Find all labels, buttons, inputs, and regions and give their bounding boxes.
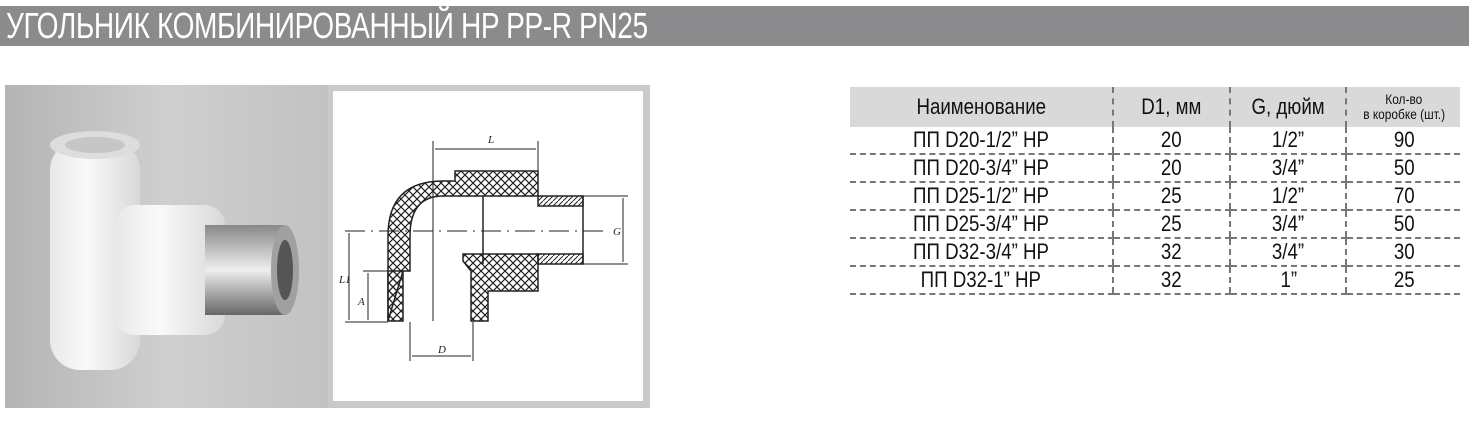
cell-g: 1/2” bbox=[1229, 127, 1347, 155]
cell-text: 20 bbox=[1161, 127, 1182, 152]
cell-name: ПП D20-3/4” HP bbox=[850, 154, 1113, 183]
cell-g: 1/2” bbox=[1229, 182, 1347, 211]
cell-name: ПП D32-1” HP bbox=[850, 266, 1113, 295]
cell-g: 3/4” bbox=[1229, 238, 1347, 267]
cell-qty: 50 bbox=[1345, 154, 1460, 183]
technical-drawing: L G L1 A D bbox=[333, 91, 643, 401]
cell-text: 25 bbox=[1161, 183, 1182, 208]
cell-text: 3/4” bbox=[1272, 211, 1305, 236]
cell-text: 1” bbox=[1280, 267, 1297, 292]
cell-qty: 90 bbox=[1345, 127, 1460, 155]
cell-g: 3/4” bbox=[1229, 154, 1347, 183]
cell-d1: 20 bbox=[1111, 154, 1231, 183]
cell-d1: 20 bbox=[1111, 127, 1231, 155]
cell-text: 1/2” bbox=[1272, 127, 1305, 152]
cell-text: 3/4” bbox=[1272, 155, 1305, 180]
table-row: ПП D20-1/2” HP 20 1/2” 90 bbox=[850, 127, 1460, 155]
cell-text: ПП D20-1/2” HP bbox=[912, 127, 1049, 152]
cell-text: 50 bbox=[1393, 211, 1415, 236]
dimension-label-g: G bbox=[613, 226, 621, 238]
cell-d1: 32 bbox=[1111, 266, 1231, 295]
table-row: ПП D32-1” HP 32 1” 25 bbox=[850, 266, 1460, 295]
cell-g: 3/4” bbox=[1229, 210, 1347, 239]
cell-text: ПП D32-3/4” HP bbox=[912, 239, 1049, 264]
dimension-label-a: A bbox=[357, 296, 365, 308]
cell-text: ПП D25-1/2” HP bbox=[912, 183, 1049, 208]
table-row: ПП D20-3/4” HP 20 3/4” 50 bbox=[850, 154, 1460, 183]
cell-text: 30 bbox=[1393, 239, 1415, 264]
header-name: Наименование bbox=[850, 87, 1113, 127]
cell-text: ПП D32-1” HP bbox=[920, 267, 1042, 292]
cell-text: 3/4” bbox=[1272, 239, 1305, 264]
product-images: L G L1 A D bbox=[5, 85, 650, 408]
cell-qty: 50 bbox=[1345, 210, 1460, 239]
cell-name: ПП D32-3/4” HP bbox=[850, 238, 1113, 267]
cell-name: ПП D20-1/2” HP bbox=[850, 127, 1113, 155]
cell-text: 1/2” bbox=[1272, 183, 1305, 208]
cell-g: 1” bbox=[1229, 266, 1347, 295]
cell-text: 25 bbox=[1393, 267, 1415, 292]
cell-text: ПП D25-3/4” HP bbox=[912, 211, 1049, 236]
cell-name: ПП D25-1/2” HP bbox=[850, 182, 1113, 211]
elbow-fitting-photo bbox=[50, 131, 299, 370]
cell-text: 25 bbox=[1161, 211, 1182, 236]
product-photo bbox=[5, 85, 328, 408]
cell-text: 32 bbox=[1161, 267, 1182, 292]
cell-d1: 25 bbox=[1111, 210, 1231, 239]
page-title: УГОЛЬНИК КОМБИНИРОВАННЫЙ HP PP-R PN25 bbox=[6, 5, 648, 46]
cell-text: 70 bbox=[1393, 183, 1415, 208]
header-g: G, дюйм bbox=[1229, 87, 1347, 127]
cell-text: 50 bbox=[1393, 155, 1415, 180]
dimension-label-l: L bbox=[487, 134, 494, 146]
cell-d1: 25 bbox=[1111, 182, 1231, 211]
cell-text: 32 bbox=[1161, 239, 1182, 264]
title-bar: УГОЛЬНИК КОМБИНИРОВАННЫЙ HP PP-R PN25 bbox=[0, 6, 1469, 46]
cell-d1: 32 bbox=[1111, 238, 1231, 267]
cell-text: 90 bbox=[1393, 127, 1415, 152]
cell-qty: 30 bbox=[1345, 238, 1460, 267]
cell-qty: 25 bbox=[1345, 266, 1460, 295]
dimension-label-l1: L1 bbox=[338, 274, 351, 286]
table-row: ПП D25-1/2” HP 25 1/2” 70 bbox=[850, 182, 1460, 211]
cell-text: 20 bbox=[1161, 155, 1182, 180]
cell-text: ПП D20-3/4” HP bbox=[912, 155, 1049, 180]
cell-name: ПП D25-3/4” HP bbox=[850, 210, 1113, 239]
elbow-cross-section-diagram: L G L1 A D bbox=[338, 134, 628, 361]
cell-qty: 70 bbox=[1345, 182, 1460, 211]
table-row: ПП D32-3/4” HP 32 3/4” 30 bbox=[850, 238, 1460, 267]
header-d1: D1, мм bbox=[1111, 87, 1231, 127]
dimension-label-d: D bbox=[437, 344, 446, 356]
table-row: ПП D25-3/4” HP 25 3/4” 50 bbox=[850, 210, 1460, 239]
